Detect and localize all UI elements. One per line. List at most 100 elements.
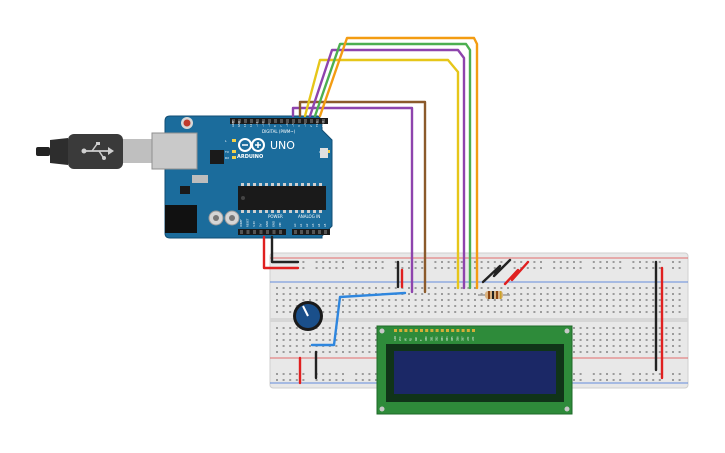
power-pin-socket[interactable] (272, 230, 276, 234)
breadboard-hole (579, 311, 582, 313)
breadboard-hole (487, 311, 490, 313)
lcd-pin[interactable] (399, 329, 403, 332)
digital-pin-socket[interactable] (310, 119, 313, 123)
breadboard-hole (592, 373, 595, 375)
breadboard-hole (342, 267, 344, 269)
barrel-jack (165, 205, 197, 233)
digital-pin-socket[interactable] (322, 119, 325, 123)
breadboard-hole (348, 305, 351, 307)
breadboard-hole (533, 305, 536, 307)
breadboard-hole (665, 345, 668, 347)
digital-pin-socket[interactable] (268, 119, 271, 123)
lcd-pin[interactable] (409, 329, 413, 332)
breadboard-hole (599, 267, 602, 269)
lcd-pin[interactable] (472, 329, 475, 332)
digital-pin-socket[interactable] (298, 119, 301, 123)
digital-pin-socket[interactable] (274, 119, 277, 123)
breadboard-hole (632, 333, 635, 335)
breadboard-hole (355, 373, 358, 375)
analog-pin-socket[interactable] (324, 230, 327, 234)
breadboard-hole (645, 293, 648, 295)
chip-pin (319, 183, 322, 186)
breadboard-hole (520, 305, 523, 307)
breadboard-hole (586, 299, 589, 301)
analog-pin-socket[interactable] (300, 230, 303, 234)
breadboard-hole (592, 293, 595, 295)
breadboard-hole (566, 261, 569, 263)
digital-pin-socket[interactable] (286, 119, 289, 123)
breadboard-hole (282, 287, 285, 289)
breadboard-hole (368, 267, 371, 269)
breadboard-hole (645, 267, 648, 269)
lcd-pin[interactable] (394, 329, 397, 332)
digital-pin-socket[interactable] (238, 119, 241, 123)
breadboard-hole (460, 293, 463, 295)
lcd-pin[interactable] (420, 329, 423, 332)
digital-pin-socket[interactable] (316, 119, 319, 123)
lcd-pin[interactable] (446, 329, 449, 332)
lcd-pin[interactable] (414, 329, 418, 332)
lcd-pin[interactable] (430, 329, 434, 332)
digital-pin-socket[interactable] (232, 119, 235, 123)
power-pin-socket[interactable] (259, 230, 263, 234)
lcd-pin[interactable] (440, 329, 444, 332)
breadboard-hole (658, 379, 661, 381)
breadboard-hole (652, 339, 655, 341)
lcd-pin[interactable] (461, 329, 465, 332)
breadboard-hole (302, 373, 305, 375)
analog-pin-socket[interactable] (306, 230, 309, 234)
potentiometer[interactable] (293, 301, 323, 331)
breadboard-hole (606, 379, 608, 381)
analog-pin-label: A3 (311, 223, 315, 227)
lcd-pin[interactable] (404, 329, 408, 332)
breadboard-hole (427, 305, 430, 307)
lcd-pin[interactable] (466, 329, 470, 332)
breadboard-hole (289, 293, 292, 295)
analog-pin-label: A2 (305, 223, 309, 227)
breadboard-hole (625, 351, 628, 353)
digital-pin-label: 8 (273, 125, 277, 127)
digital-pin-socket[interactable] (244, 119, 247, 123)
digital-pin-socket[interactable] (262, 119, 265, 123)
power-pin-socket[interactable] (253, 230, 256, 234)
digital-pin-socket[interactable] (292, 119, 295, 123)
power-pin-socket[interactable] (246, 230, 250, 234)
breadboard-hole (599, 345, 602, 347)
breadboard-hole (678, 299, 681, 301)
breadboard-hole (309, 351, 311, 353)
breadboard-hole (401, 305, 404, 307)
analog-pin-socket[interactable] (318, 230, 321, 234)
digital-pin-socket[interactable] (256, 119, 259, 123)
breadboard-hole (322, 339, 325, 341)
lcd-pin-label: RS (410, 337, 413, 341)
breadboard-hole (612, 305, 615, 307)
breadboard-hole (493, 287, 496, 289)
breadboard-hole (665, 327, 668, 329)
lcd-pin[interactable] (451, 329, 455, 332)
digital-pin-socket[interactable] (280, 119, 283, 123)
breadboard-hole (276, 333, 278, 335)
lcd-pin[interactable] (456, 329, 460, 332)
power-pin-socket[interactable] (266, 230, 269, 234)
analog-pin-socket[interactable] (312, 230, 315, 234)
power-pin-socket[interactable] (240, 230, 243, 234)
breadboard-hole (500, 311, 503, 313)
digital-pin-socket[interactable] (304, 119, 307, 123)
breadboard-hole (375, 261, 377, 263)
breadboard-hole (573, 345, 575, 347)
breadboard-hole (678, 373, 681, 375)
lcd-pin[interactable] (425, 329, 429, 332)
lcd-pin[interactable] (435, 329, 439, 332)
breadboard-hole (658, 287, 661, 289)
power-pin-socket[interactable] (279, 230, 282, 234)
analog-pin-socket[interactable] (294, 230, 297, 234)
breadboard-hole (612, 345, 615, 347)
breadboard-hole (309, 299, 311, 301)
breadboard-hole (678, 287, 681, 289)
digital-pin-socket[interactable] (250, 119, 253, 123)
breadboard-hole (342, 305, 344, 307)
breadboard-hole (526, 311, 529, 313)
breadboard-hole (573, 339, 575, 341)
